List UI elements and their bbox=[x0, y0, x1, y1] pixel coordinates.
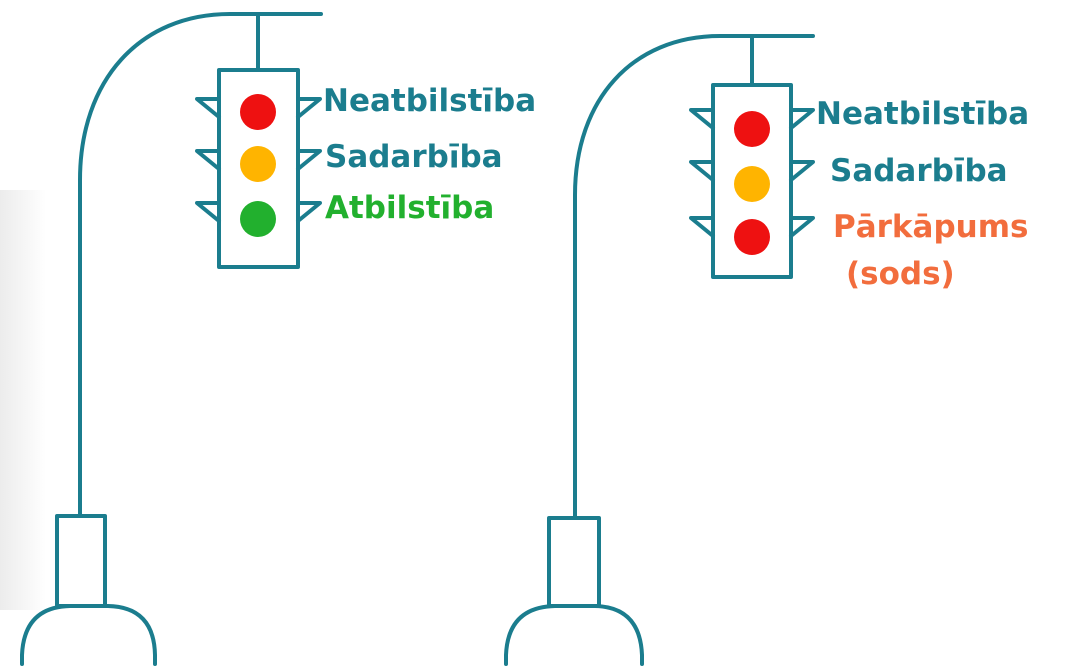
left-visors bbox=[195, 97, 322, 223]
left-pole bbox=[78, 12, 323, 518]
left-label-sadarbiba: Sadarbība bbox=[325, 139, 503, 175]
left-amber-light bbox=[240, 146, 276, 182]
right-base-column bbox=[547, 516, 601, 608]
right-lights bbox=[734, 111, 770, 255]
left-green-light bbox=[240, 201, 276, 237]
left-base-foot bbox=[20, 604, 157, 666]
right-traffic-light bbox=[504, 34, 815, 666]
right-red-light-bottom bbox=[734, 219, 770, 255]
left-traffic-light bbox=[20, 12, 323, 666]
right-label-sadarbiba: Sadarbība bbox=[830, 153, 1008, 189]
right-red-light-top bbox=[734, 111, 770, 147]
right-label-parkapums: Pārkāpums bbox=[833, 209, 1029, 245]
right-visors bbox=[689, 108, 815, 238]
right-amber-light bbox=[734, 166, 770, 202]
left-lights bbox=[240, 94, 276, 237]
right-label-neatbilstiba: Neatbilstība bbox=[816, 96, 1030, 132]
left-base-column bbox=[55, 514, 107, 608]
left-red-light bbox=[240, 94, 276, 130]
right-base-foot bbox=[504, 604, 644, 666]
right-label-sods: (sods) bbox=[846, 256, 955, 292]
right-pole bbox=[573, 34, 815, 520]
left-label-atbilstiba: Atbilstība bbox=[325, 190, 495, 226]
left-label-neatbilstiba: Neatbilstība bbox=[323, 83, 537, 119]
left-edge-shadow bbox=[0, 190, 46, 610]
